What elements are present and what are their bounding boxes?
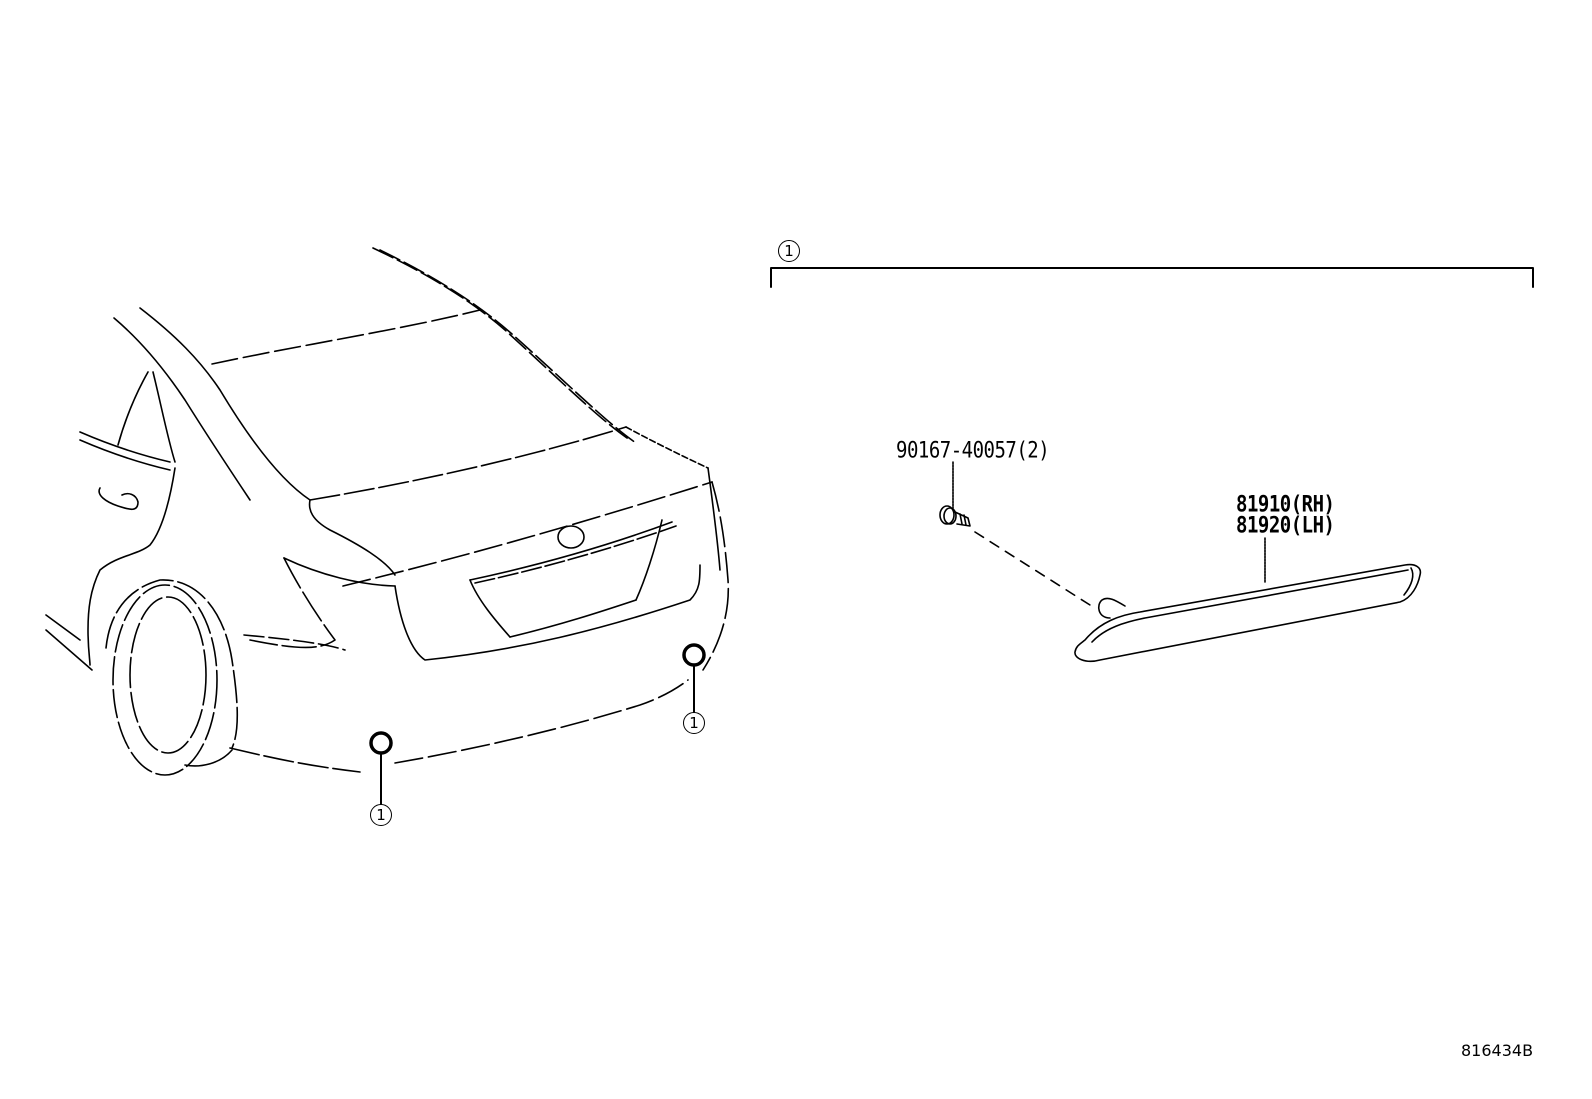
reflector-drawing xyxy=(1074,537,1422,663)
part-label-screw[interactable]: 90167-40057(2) xyxy=(896,437,1050,463)
reflector-location-markers xyxy=(369,643,706,805)
reference-code: 816434B xyxy=(1461,1041,1534,1060)
callout-left-bumper: 1 xyxy=(370,804,392,826)
vehicle-outline xyxy=(45,247,730,776)
group-bracket xyxy=(770,267,1534,288)
part-label-reflector-rh[interactable]: 81910(RH) xyxy=(1236,491,1335,517)
part-label-reflector-lh[interactable]: 81920(LH) xyxy=(1236,512,1335,538)
screw-drawing xyxy=(939,461,1091,606)
callout-group-number: 1 xyxy=(778,240,800,262)
callout-right-bumper: 1 xyxy=(683,712,705,734)
